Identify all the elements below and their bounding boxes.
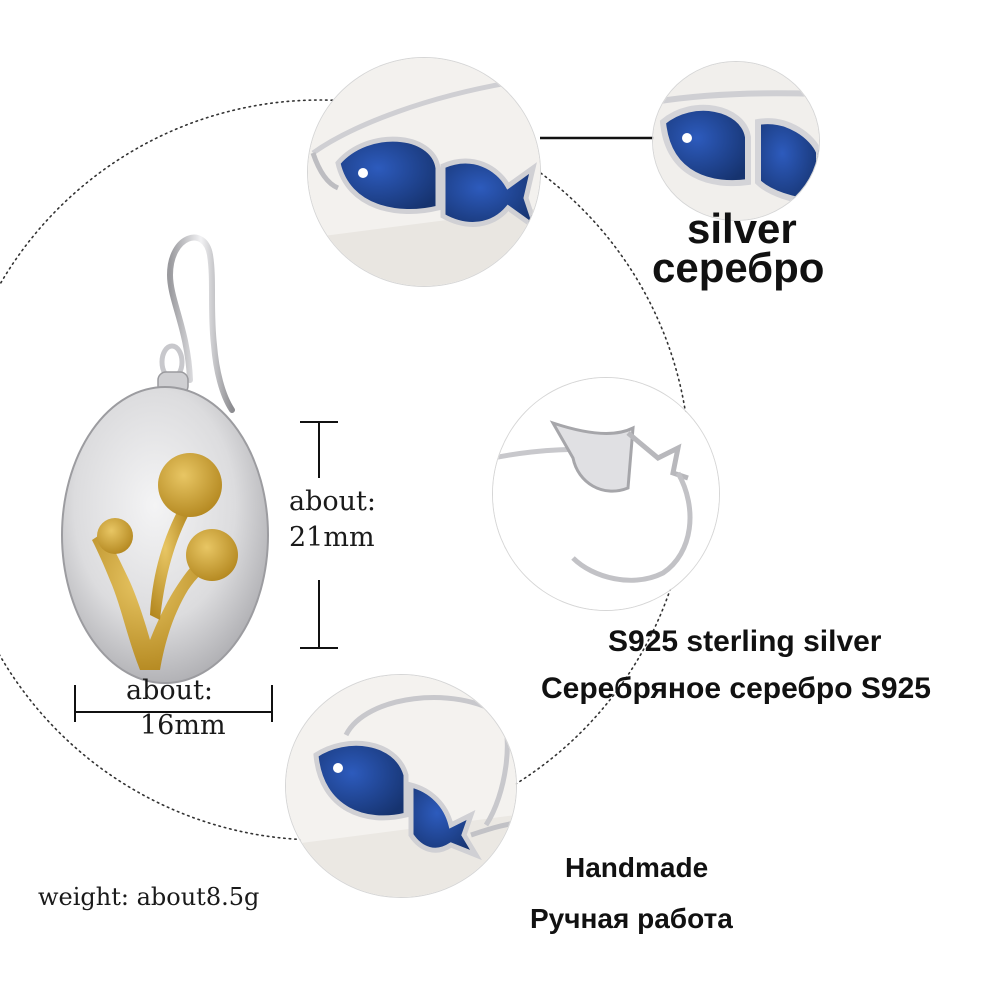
width-dimension <box>74 685 273 722</box>
material-en: silver <box>687 205 797 252</box>
weight-text: weight: about8.5g <box>38 883 260 911</box>
height-value: 21mm <box>289 522 375 553</box>
handmade-ru: Ручная работа <box>530 903 733 934</box>
width-value: 16mm <box>140 710 226 741</box>
height-dimension <box>300 421 338 649</box>
ring-angle-view <box>286 675 516 897</box>
handmade-en: Handmade <box>565 852 709 883</box>
width-label: about: <box>126 675 213 706</box>
material-ru: серебро <box>652 244 825 291</box>
ring-detail-zoom <box>308 58 540 286</box>
sterling-en: S925 sterling silver <box>608 625 882 658</box>
sterling-ru: Серебряное серебро S925 <box>541 672 931 705</box>
ring-side-view <box>493 378 719 610</box>
earring-image <box>61 234 269 684</box>
fish-closeup <box>653 62 819 220</box>
height-label: about: <box>289 486 376 517</box>
